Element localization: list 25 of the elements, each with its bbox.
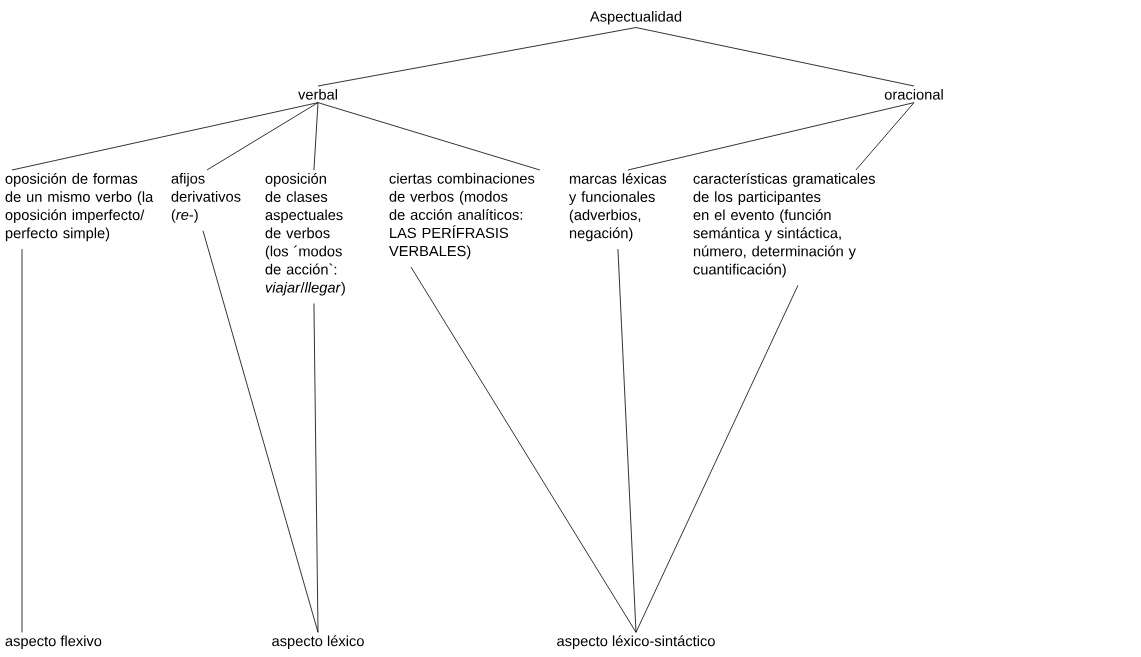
category-label: aspecto flexivo — [5, 635, 102, 650]
connector-line — [635, 284, 799, 633]
category-label: Aspectualidad — [589, 10, 682, 25]
connector-line — [855, 102, 915, 171]
connector-line — [410, 266, 637, 633]
connector-line — [313, 102, 319, 171]
connector-line — [11, 102, 319, 171]
connector-line — [317, 27, 637, 87]
category-label: oracional — [884, 88, 943, 100]
category-label: verbal — [298, 88, 337, 100]
connector-line — [206, 102, 319, 171]
connector-line — [313, 303, 319, 633]
category-label: afijos derivativos (re-) — [171, 172, 241, 223]
category-label: características gramaticales de los participantes en el evento (función semántica y sintáctica, número, determinación y cuantificación) — [693, 172, 875, 278]
connector-line — [627, 102, 915, 171]
category-label: aspecto léxico-sintáctico — [557, 635, 715, 650]
category-label: aspecto léxico — [272, 635, 364, 650]
connector-line — [635, 27, 915, 87]
category-label: oposición de formas de un mismo verbo (la oposición imperfecto/ perfecto simple) — [5, 172, 154, 242]
category-label: oposición de clases aspectuales de verbos (los ´modos de acción`: viajar/llegar) — [265, 172, 345, 296]
category-label: ciertas combinaciones de verbos (modos de acción analíticos: LAS PERÍFRASIS VERBALES) — [389, 172, 535, 260]
connector-line — [317, 102, 541, 171]
connector-line — [617, 248, 637, 633]
connector-line — [21, 248, 23, 633]
category-label: marcas léxicas y funcionales (adverbios, negación) — [569, 172, 667, 242]
